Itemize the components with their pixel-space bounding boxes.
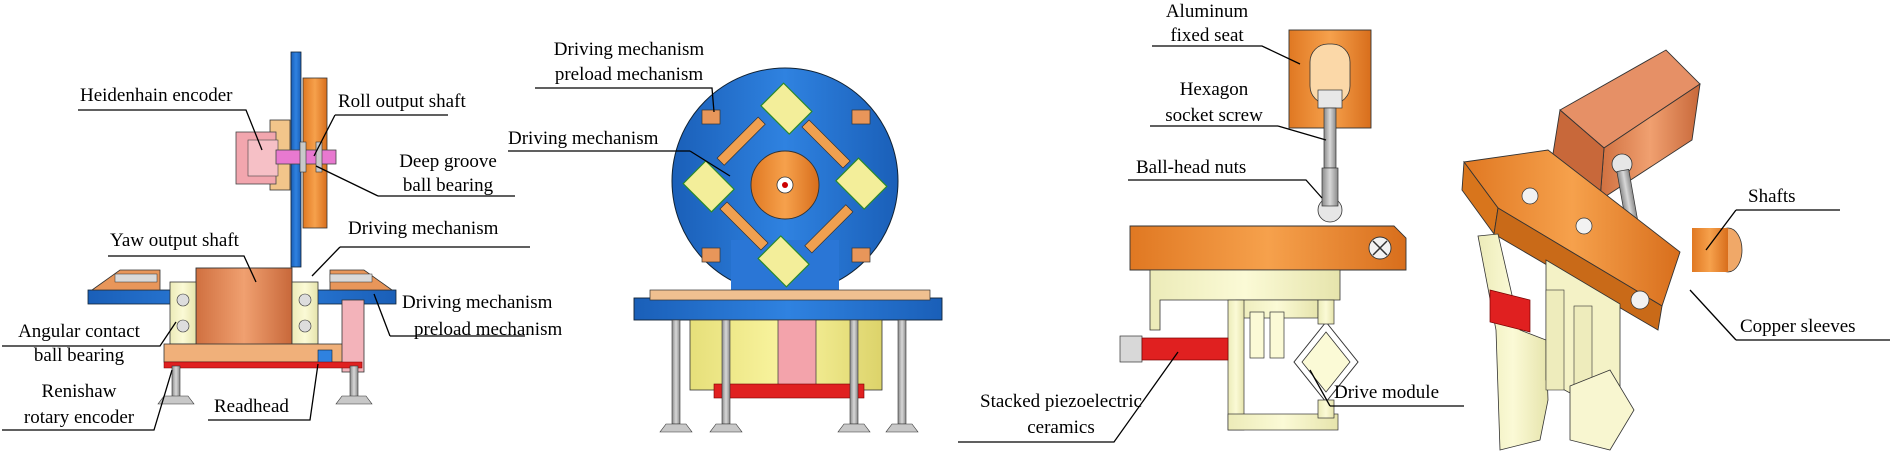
label-aluminum-line1: Aluminum [1165,1,1249,22]
label-driving-mechanism-b: Driving mechanism [508,128,659,149]
label-aluminum-line2: fixed seat [1170,25,1244,46]
label-readhead: Readhead [214,396,289,417]
label-roll-output-shaft: Roll output shaft [338,91,466,112]
label-preload-b-line1: Driving mechanism [553,39,705,60]
panel-c-leaders [958,45,1464,443]
panel-d-leaders [1689,209,1890,341]
label-stacked-line2: ceramics [1027,417,1095,438]
label-angular-contact-line2: ball bearing [33,345,125,366]
label-ball-head-nuts: Ball-head nuts [1136,157,1247,178]
label-renishaw-line2: rotary encoder [23,407,135,428]
label-yaw-output-shaft: Yaw output shaft [110,230,239,251]
label-copper-sleeves: Copper sleeves [1740,316,1856,337]
panel-d-isometric [1461,49,1743,451]
panel-c-drive-module [1119,29,1407,431]
panel-b-front-view [633,67,943,433]
label-preload-a-line2: preload mechanism [414,319,563,340]
panel-a-cross-section [87,51,397,405]
label-renishaw-line1: Renishaw [41,381,117,402]
label-deep-groove-line2: ball bearing [402,175,494,196]
label-preload-b-line2: preload mechanism [554,64,704,85]
label-stacked-line1: Stacked piezoelectric [980,391,1142,412]
label-driving-mechanism-a: Driving mechanism [348,218,499,239]
label-angular-contact-line1: Angular contact [18,321,140,342]
panel-b-leaders [508,87,731,177]
label-heidenhain-encoder: Heidenhain encoder [80,85,233,106]
label-shafts: Shafts [1748,186,1796,207]
label-hexagon-line2: socket screw [1165,105,1263,126]
label-hexagon-line1: Hexagon [1179,79,1249,100]
panel-a-leaders [2,109,530,431]
label-preload-a-line1: Driving mechanism [402,292,553,313]
label-drive-module: Drive module [1334,382,1440,403]
label-deep-groove-line1: Deep groove [399,151,497,172]
